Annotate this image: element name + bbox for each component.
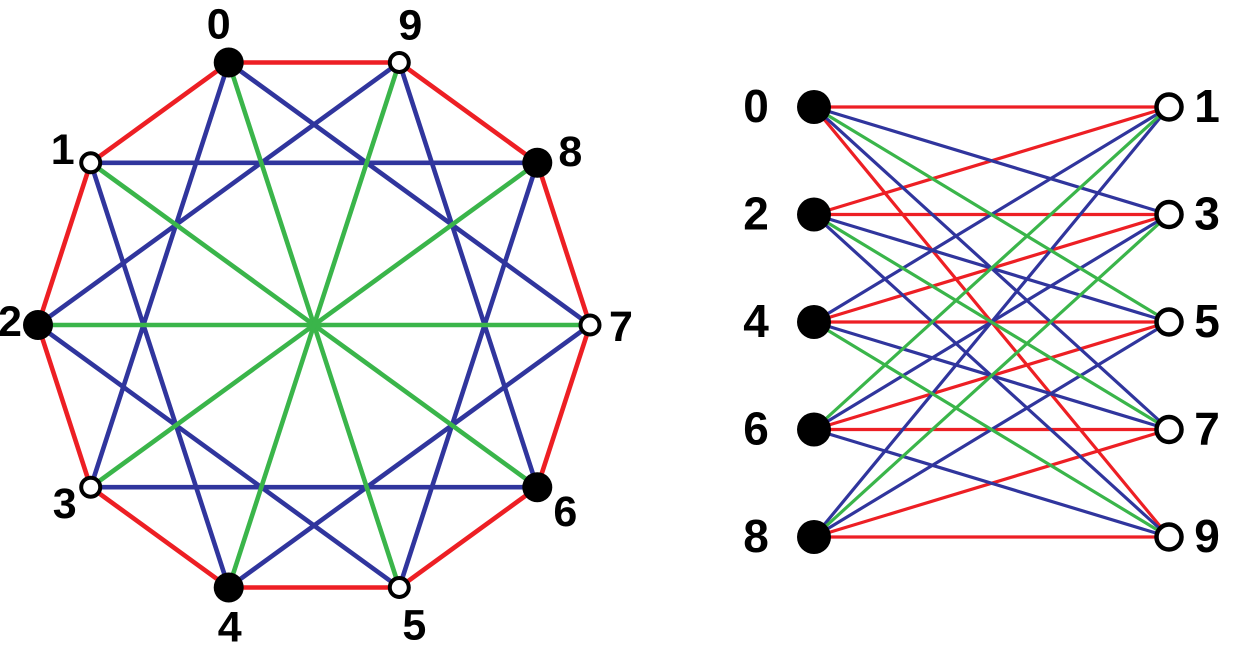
vertex-node-3-open [79,475,103,499]
vertex-node-8-filled [797,520,831,554]
vertex-label-3: 3 [53,480,77,528]
vertex-node-4-filled [797,305,831,339]
vertex-label-5: 5 [1194,295,1220,347]
edge-blue-1-4 [88,162,231,589]
edge-green-4-9 [226,61,402,589]
edge-red-5-6 [397,485,539,590]
edge-green-2-7 [813,213,1170,431]
vertex-node-2-filled [23,310,53,340]
edge-blue-6-9 [397,61,540,488]
vertex-node-0-filled [797,90,831,124]
vertex-label-4: 4 [743,295,769,347]
vertex-node-9-open [1154,522,1184,552]
vertex-node-6-filled [522,472,553,503]
vertex-label-9: 9 [1194,510,1220,562]
vertex-label-4: 4 [218,603,242,651]
vertex-node-8-filled [522,147,553,178]
vertex-node-3-open [1154,199,1184,230]
vertex-label-0: 0 [743,80,769,132]
vertex-node-6-filled [797,412,831,447]
edge-red-1-2 [35,162,93,326]
edge-green-0-5 [813,105,1170,324]
edge-red-3-4 [89,485,231,590]
circulant-drawing: 0 1 2 3 4 5 6 7 8 9 [0,1,633,652]
vertex-node-5-open [387,575,411,599]
edge-green-4-9 [813,320,1170,539]
edge-blue-7-0 [227,60,592,327]
vertex-label-2: 2 [0,298,22,346]
vertex-label-2: 2 [743,188,769,240]
edge-blue-5-8 [397,162,540,589]
edge-red-7-8 [535,162,593,326]
vertex-node-1-open [79,151,103,175]
edge-red-6-7 [535,324,593,488]
vertex-node-4-filled [213,572,244,603]
edge-blue-0-3 [813,105,1170,217]
vertex-label-9: 9 [398,2,422,50]
edge-red-2-3 [35,324,93,488]
edge-blue-2-5 [36,323,401,590]
edge-blue-4-7 [227,323,592,590]
vertex-label-6: 6 [553,488,577,536]
bipartite-drawing: 0 1 2 3 4 5 6 7 8 9 [743,80,1220,562]
vertex-node-7-open [1154,414,1184,445]
edge-blue-0-3 [88,61,231,488]
vertex-label-7: 7 [1194,403,1220,455]
vertex-node-5-open [1154,307,1184,337]
edge-blue-6-9 [813,427,1170,539]
vertex-node-7-open [578,313,602,337]
vertex-node-0-filled [213,47,244,78]
edge-blue-9-2 [36,60,401,327]
vertex-label-8: 8 [743,510,769,562]
vertex-node-2-filled [797,197,831,232]
vertex-node-1-open [1154,92,1184,122]
vertex-node-9-open [387,51,411,75]
edge-green-3-8 [812,213,1171,539]
vertex-label-3: 3 [1194,188,1220,240]
edge-green-1-6 [812,105,1171,431]
vertex-label-8: 8 [558,128,582,176]
vertex-label-1: 1 [1194,80,1220,132]
vertex-label-0: 0 [207,1,231,49]
vertex-label-1: 1 [51,126,75,174]
edge-red-0-1 [89,60,231,165]
vertex-label-6: 6 [743,403,769,455]
vertex-label-7: 7 [609,303,633,351]
vertex-label-5: 5 [402,601,426,649]
edge-red-8-9 [397,60,539,165]
